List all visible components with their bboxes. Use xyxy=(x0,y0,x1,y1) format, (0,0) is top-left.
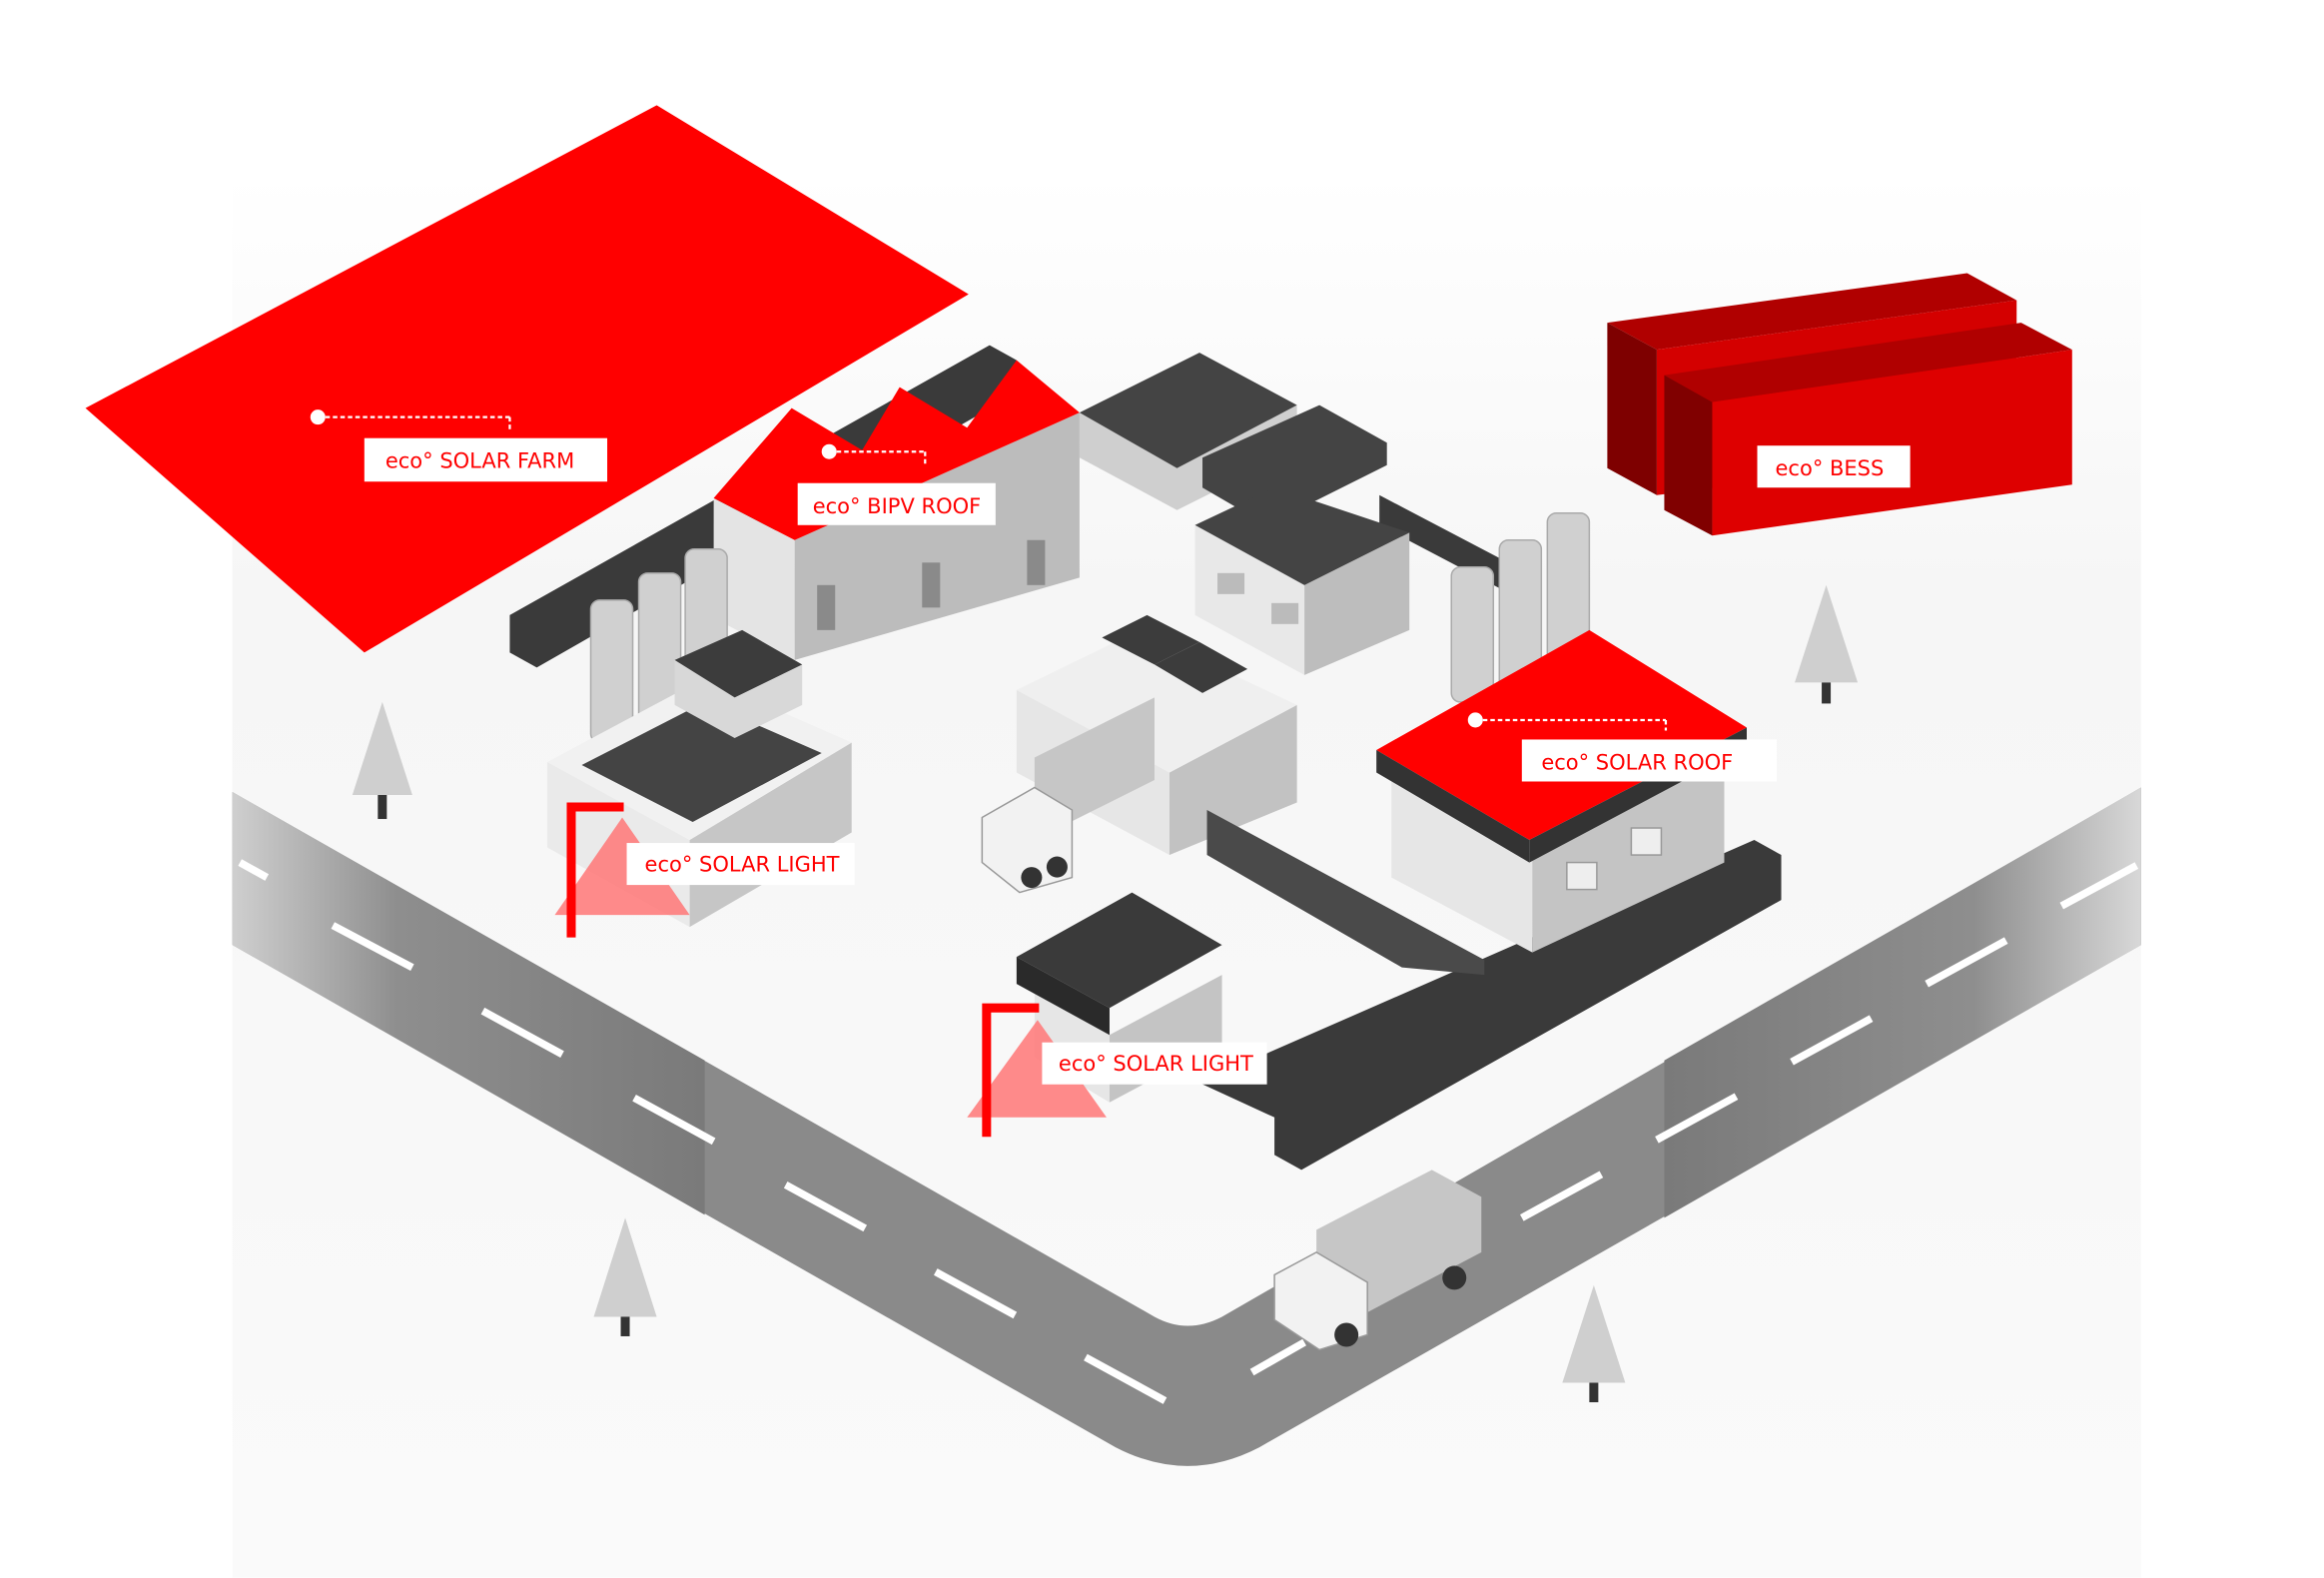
truck-yard xyxy=(981,697,1155,894)
road xyxy=(232,787,2141,1466)
tree-icon xyxy=(593,1217,657,1336)
warehouse xyxy=(1016,614,1485,976)
solar-farm-panel xyxy=(85,105,969,653)
leader-lines xyxy=(318,415,1668,731)
marker-dot-icon xyxy=(310,409,326,425)
bess-containers xyxy=(1607,273,2072,536)
solar-light-2 xyxy=(967,1003,1107,1138)
label-solar-light-2[interactable]: eco° SOLAR LIGHT xyxy=(1042,1042,1267,1085)
office-building xyxy=(1194,487,1410,675)
road-lane-dashes xyxy=(238,859,2139,1404)
label-bess[interactable]: eco° BESS xyxy=(1757,445,1911,488)
marker-dots xyxy=(310,409,1483,728)
tree-icon xyxy=(1795,584,1859,704)
marker-dot-icon xyxy=(1467,712,1483,728)
solar-light-1 xyxy=(554,802,690,938)
label-text: eco° BIPV ROOF xyxy=(813,493,982,518)
label-solar-light-1[interactable]: eco° SOLAR LIGHT xyxy=(626,843,855,886)
label-text: eco° SOLAR FARM xyxy=(386,448,574,473)
tree-icon xyxy=(352,701,412,820)
label-solar-farm[interactable]: eco° SOLAR FARM xyxy=(364,437,608,482)
tree-icon xyxy=(1562,1284,1626,1403)
chimneys-right xyxy=(1450,512,1591,703)
label-text: eco° SOLAR LIGHT xyxy=(1059,1051,1253,1076)
label-text: eco° BESS xyxy=(1776,455,1885,480)
label-solar-roof[interactable]: eco° SOLAR ROOF xyxy=(1521,739,1778,782)
truck-road xyxy=(1273,1170,1482,1351)
label-text: eco° SOLAR ROOF xyxy=(1541,749,1733,774)
label-bipv-roof[interactable]: eco° BIPV ROOF xyxy=(797,482,996,525)
marker-dot-icon xyxy=(821,443,837,459)
label-text: eco° SOLAR LIGHT xyxy=(645,852,840,877)
trees xyxy=(352,584,1859,1403)
